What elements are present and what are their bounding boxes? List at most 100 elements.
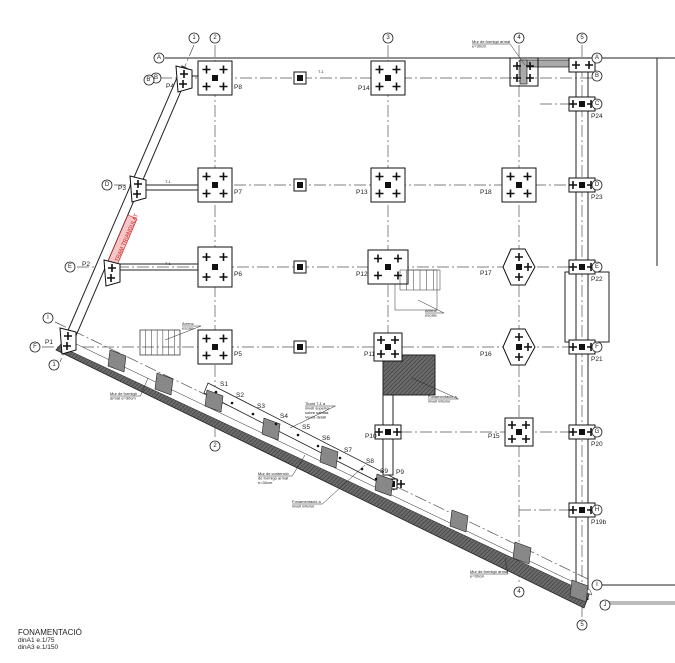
grid-axis-J: J xyxy=(599,599,611,611)
pillar-label-p11: P11 xyxy=(364,351,375,358)
section-marker-dot xyxy=(230,401,234,405)
pillar-label-p17: P17 xyxy=(480,270,492,277)
pillar-label-p3: P3 xyxy=(118,185,126,192)
wall-buttress xyxy=(374,473,394,497)
wall-buttress xyxy=(512,541,532,565)
svg-text:Mur de contenció: Mur de contenció xyxy=(258,471,289,476)
footing-p19b xyxy=(568,502,596,518)
column-marker xyxy=(293,178,307,192)
scale-a3: dinA3 e.1/150 xyxy=(18,644,59,651)
footing-p5 xyxy=(197,329,233,365)
grid-axis-2: 2 xyxy=(209,32,221,44)
grid-axis-3: 3 xyxy=(382,32,394,44)
svg-text:I: I xyxy=(596,582,598,588)
pillar-label-p4: P4 xyxy=(166,83,174,90)
pillar-label-p1: P1 xyxy=(45,339,53,346)
pillar-label-p6: P6 xyxy=(234,271,242,278)
column-marker xyxy=(293,71,307,85)
footing-p1 xyxy=(59,327,77,355)
grid-axis-G: G xyxy=(591,426,603,438)
footing-p7 xyxy=(197,167,233,203)
grid-axis-I: I xyxy=(42,312,54,324)
wall-buttress xyxy=(107,349,127,373)
beam-label: T-1 xyxy=(165,261,172,266)
svg-text:sobre sabata.: sobre sabata. xyxy=(305,410,329,415)
footings xyxy=(59,57,596,603)
stair-outline xyxy=(399,269,441,291)
pillar-label-p22: P22 xyxy=(591,276,603,283)
svg-text:Mur de formigó armat: Mur de formigó armat xyxy=(470,569,509,574)
section-label: S4 xyxy=(280,413,288,420)
svg-text:nivell inferior: nivell inferior xyxy=(292,504,315,509)
grid-axis-5: 5 xyxy=(576,32,588,44)
section-label: S3 xyxy=(257,403,265,410)
grid-axis-1: 1 xyxy=(188,32,200,44)
grid-axis-I: I xyxy=(591,579,603,591)
drawing-title: FONAMENTACIÓ xyxy=(18,628,82,637)
footing-corner-4a xyxy=(509,57,596,87)
footing-p17 xyxy=(502,248,536,286)
svg-text:A: A xyxy=(157,55,161,61)
grid-axis-4: 4 xyxy=(513,32,525,44)
beam-label: T-1 xyxy=(318,69,325,74)
svg-text:escala: escala xyxy=(182,326,194,331)
footing-p23 xyxy=(568,177,596,193)
wall-buttress xyxy=(204,389,224,413)
svg-text:Fonamentació a: Fonamentació a xyxy=(428,394,457,399)
grid-axis-B: B xyxy=(591,70,603,82)
pillar-label-p15: P15 xyxy=(488,433,500,440)
pillar-label-p9: P9 xyxy=(396,469,404,476)
footing-p21 xyxy=(568,339,596,355)
svg-text:Tirant T-1 a: Tirant T-1 a xyxy=(305,401,326,406)
drawing-title-block: FONAMENTACIÓ dinA1 e.1/75 dinA3 e.1/150 xyxy=(18,628,82,651)
section-marker-dot xyxy=(251,412,255,416)
section-marker-dot xyxy=(360,467,364,471)
svg-text:4: 4 xyxy=(517,35,521,41)
svg-text:e=30cm: e=30cm xyxy=(472,44,487,49)
svg-text:J: J xyxy=(604,602,607,608)
pillar-label-p13: P13 xyxy=(356,189,368,196)
svg-text:2: 2 xyxy=(213,35,217,41)
pillar-label-p18: P18 xyxy=(480,189,492,196)
footing-p20 xyxy=(568,424,596,440)
wall-buttress xyxy=(319,445,339,469)
section-marker-dot xyxy=(316,444,320,448)
section-label: S1 xyxy=(220,381,228,388)
grid-axis-E: E xyxy=(64,261,76,273)
pillar-label-p10: P10 xyxy=(365,433,377,440)
pillar-label-p2: P2 xyxy=(82,261,90,268)
grid-axis-C: C xyxy=(591,98,603,110)
section-label: S5 xyxy=(302,424,310,431)
section-marker-dot xyxy=(274,422,278,426)
grid-axis-A: A xyxy=(591,52,603,64)
footing-p24 xyxy=(568,96,596,112)
footing-p12 xyxy=(367,249,409,285)
grid-axis-F: F xyxy=(29,341,41,353)
svg-text:C: C xyxy=(595,101,600,107)
svg-text:5: 5 xyxy=(580,622,584,628)
grid-axis-5: 5 xyxy=(576,619,588,631)
footing-p16 xyxy=(502,328,536,366)
svg-text:B: B xyxy=(595,73,599,79)
footing-p3 xyxy=(129,175,147,203)
grid-axis-D: D xyxy=(101,179,113,191)
svg-text:armat e=30cm: armat e=30cm xyxy=(110,396,136,401)
section-marker-dot xyxy=(214,390,218,394)
svg-text:nivell superior: nivell superior xyxy=(305,406,330,411)
section-label: S6 xyxy=(322,435,330,442)
svg-text:Mur de formigó: Mur de formigó xyxy=(110,391,138,396)
svg-text:D: D xyxy=(105,182,110,188)
section-label: S9 xyxy=(380,468,388,475)
footing-p4 xyxy=(175,65,193,93)
footing-p13 xyxy=(370,167,406,203)
grid-axis-D: D xyxy=(591,179,603,191)
grid-axis-F: F xyxy=(591,341,603,353)
grid-axis-4: 4 xyxy=(513,586,525,598)
